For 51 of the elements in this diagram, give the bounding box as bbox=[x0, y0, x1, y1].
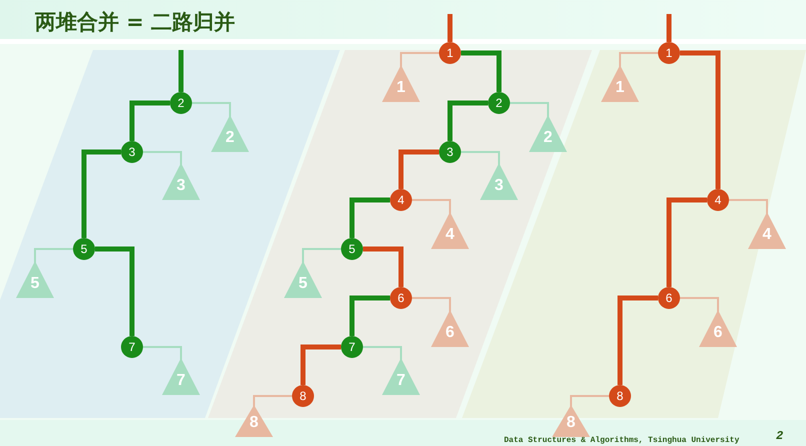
subtree-triangle: 7 bbox=[382, 358, 420, 395]
subtree-link bbox=[510, 102, 549, 117]
subtree-link bbox=[461, 151, 500, 165]
subtree-triangle: 5 bbox=[16, 261, 54, 298]
subtree-link bbox=[729, 199, 768, 214]
tree-edge bbox=[461, 50, 502, 92]
tree-edge bbox=[618, 296, 658, 385]
tree-edge bbox=[666, 14, 672, 42]
tree-edge bbox=[680, 50, 720, 189]
subtree-triangle: 5 bbox=[284, 261, 322, 298]
footer-text: Data Structures & Algorithms, Tsinghua University bbox=[504, 437, 740, 445]
subtree-link bbox=[143, 346, 182, 360]
tree-edge bbox=[82, 150, 121, 238]
subtree-link bbox=[143, 151, 182, 165]
subtree-triangle: 6 bbox=[431, 310, 469, 347]
subtree-link bbox=[363, 346, 402, 360]
subtree-link bbox=[412, 199, 451, 214]
subtree-triangle: 7 bbox=[162, 358, 200, 395]
subtree-triangle: 6 bbox=[699, 310, 737, 347]
subtree-triangle: 4 bbox=[431, 212, 469, 249]
tree-edge bbox=[448, 14, 452, 42]
subtree-triangle: 3 bbox=[162, 163, 200, 200]
subtree-link bbox=[412, 297, 451, 312]
subtree-triangle: 8 bbox=[235, 405, 273, 437]
subtree-link bbox=[680, 297, 719, 312]
tree-edge bbox=[300, 344, 341, 385]
tree-edge bbox=[448, 100, 488, 141]
title: 两堆合并 = 二路归并 bbox=[35, 9, 236, 36]
subtree-link bbox=[302, 248, 341, 263]
tree-edge bbox=[95, 246, 134, 336]
tree-edge bbox=[666, 198, 707, 287]
page-number: 2 bbox=[776, 429, 784, 443]
subtree-triangle: 2 bbox=[529, 115, 567, 152]
subtree-triangle: 1 bbox=[601, 65, 639, 102]
subtree-link bbox=[619, 52, 658, 67]
subtree-triangle: 4 bbox=[748, 212, 786, 249]
subtree-link bbox=[400, 52, 439, 67]
tree-edge bbox=[178, 50, 184, 92]
subtree-link bbox=[192, 102, 231, 117]
tree-edge bbox=[350, 296, 390, 336]
tree-edge bbox=[363, 246, 404, 287]
subtree-link bbox=[253, 395, 292, 407]
tree-edge bbox=[350, 198, 390, 238]
subtree-triangle: 3 bbox=[480, 163, 518, 200]
subtree-link bbox=[570, 395, 609, 407]
subtree-triangle: 8 bbox=[552, 405, 590, 437]
tree-edge bbox=[130, 100, 170, 141]
subtree-triangle: 1 bbox=[382, 65, 420, 102]
tree-edge bbox=[398, 150, 439, 189]
subtree-link bbox=[34, 248, 73, 263]
subtree-triangle: 2 bbox=[211, 115, 249, 152]
